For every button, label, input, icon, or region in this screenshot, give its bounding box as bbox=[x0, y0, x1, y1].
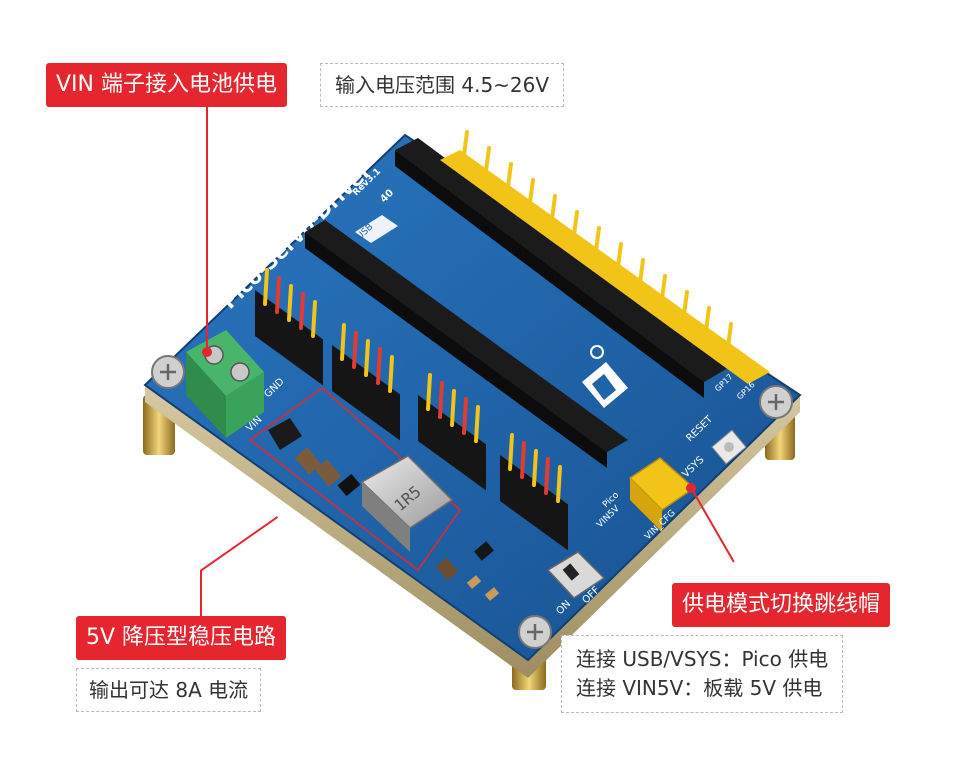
callout-vin-note: 输入电压范围 4.5~26V bbox=[320, 63, 565, 107]
callout-switch-note-line2: 连接 VIN5V：板载 5V 供电 bbox=[576, 676, 823, 700]
vin-screw-terminal: GND VIN bbox=[186, 330, 287, 438]
callout-switch-note: 连接 USB/VSYS：Pico 供电 连接 VIN5V：板载 5V 供电 bbox=[561, 635, 844, 713]
waveshare-logo bbox=[582, 345, 628, 408]
leader-line-regulator-v bbox=[200, 570, 202, 622]
regulator-area: 1R5 bbox=[248, 387, 461, 572]
smd-parts bbox=[435, 541, 500, 601]
callout-switch-title: 供电模式切换跳线帽 bbox=[672, 583, 891, 627]
servo-headers bbox=[255, 268, 568, 551]
callout-switch-note-line1: 连接 USB/VSYS：Pico 供电 bbox=[576, 647, 829, 671]
callout-regulator-note: 输出可达 8A 电流 bbox=[76, 668, 262, 712]
callout-vin-title: VIN 端子接入电池供电 bbox=[46, 63, 287, 107]
leader-dot-switch bbox=[686, 483, 696, 493]
leader-line-vin bbox=[206, 104, 208, 352]
pico-header-long: GP17 GP16 bbox=[395, 130, 770, 401]
leader-dot-vin bbox=[202, 347, 212, 357]
pcb bbox=[143, 133, 802, 662]
pico-header-short bbox=[305, 220, 628, 468]
mounting-screws bbox=[151, 355, 793, 649]
callout-regulator-title: 5V 降压型稳压电路 bbox=[76, 616, 287, 660]
